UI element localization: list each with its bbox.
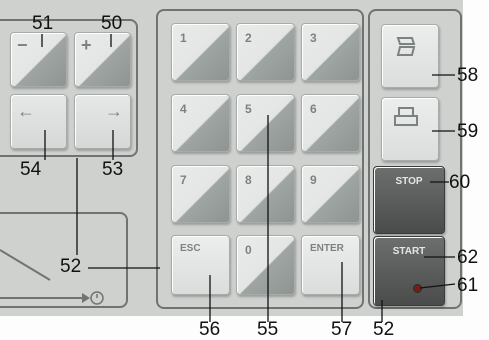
key-5-label: 5 <box>245 102 252 116</box>
callout-56: 56 <box>199 319 221 340</box>
start-key[interactable]: START <box>373 236 445 306</box>
timer-icon <box>90 291 104 305</box>
key-6-label: 6 <box>310 102 317 116</box>
callout-59: 59 <box>457 121 479 142</box>
key-5[interactable]: 5 <box>236 94 295 152</box>
callout-52-left: 52 <box>60 256 82 277</box>
key-3[interactable]: 3 <box>301 23 360 81</box>
key-1-label: 1 <box>180 31 187 45</box>
plus-key-label: + <box>81 35 92 55</box>
key-8[interactable]: 8 <box>236 165 295 223</box>
timer-group-outline <box>0 212 128 308</box>
callout-58: 58 <box>457 65 479 86</box>
enter-key[interactable]: ENTER <box>301 235 360 295</box>
right-arrow-key[interactable]: → <box>74 94 131 149</box>
paper-feed-key[interactable] <box>381 24 439 88</box>
key-4[interactable]: 4 <box>171 94 230 152</box>
minus-key-label: − <box>17 35 28 55</box>
control-panel: − + ← → 1 2 3 4 5 6 7 8 9 ESC 0 ENTER ST… <box>0 0 470 316</box>
callout-54: 54 <box>20 159 42 180</box>
stop-key[interactable]: STOP <box>373 166 445 234</box>
callout-60: 60 <box>449 172 471 193</box>
print-key[interactable] <box>381 97 439 161</box>
key-0[interactable]: 0 <box>236 235 295 295</box>
left-arrow-key[interactable]: ← <box>10 94 67 149</box>
callout-50: 50 <box>101 13 123 34</box>
plus-key[interactable]: + <box>74 32 131 87</box>
status-led <box>413 284 422 293</box>
callout-53: 53 <box>102 159 124 180</box>
callout-55: 55 <box>257 319 279 340</box>
key-6[interactable]: 6 <box>301 94 360 152</box>
callout-61: 61 <box>457 275 479 296</box>
left-arrow-label: ← <box>17 101 35 121</box>
paper-feed-icon <box>396 37 416 56</box>
keypad-outline <box>156 9 364 309</box>
key-7[interactable]: 7 <box>171 165 230 223</box>
callout-51: 51 <box>32 13 54 34</box>
key-4-label: 4 <box>180 102 187 116</box>
key-3-label: 3 <box>310 31 317 45</box>
side-key-outline <box>368 9 462 309</box>
print-icon <box>394 107 418 126</box>
minus-key[interactable]: − <box>10 32 67 87</box>
enter-key-label: ENTER <box>310 243 344 254</box>
key-8-label: 8 <box>245 173 252 187</box>
key-7-label: 7 <box>180 173 187 187</box>
key-0-label: 0 <box>245 243 252 257</box>
stop-key-label: STOP <box>395 176 423 187</box>
callout-57: 57 <box>331 319 353 340</box>
left-key-group-outline <box>0 19 138 157</box>
key-9[interactable]: 9 <box>301 165 360 223</box>
callout-52-bottom: 52 <box>373 319 395 340</box>
timer-diagram <box>0 249 90 303</box>
key-9-label: 9 <box>310 173 317 187</box>
key-2[interactable]: 2 <box>236 23 295 81</box>
esc-key[interactable]: ESC <box>171 235 230 295</box>
right-arrow-label: → <box>105 101 123 121</box>
key-1[interactable]: 1 <box>171 23 230 81</box>
esc-key-label: ESC <box>180 243 201 254</box>
start-key-label: START <box>392 246 426 257</box>
key-2-label: 2 <box>245 31 252 45</box>
callout-62: 62 <box>457 247 479 268</box>
